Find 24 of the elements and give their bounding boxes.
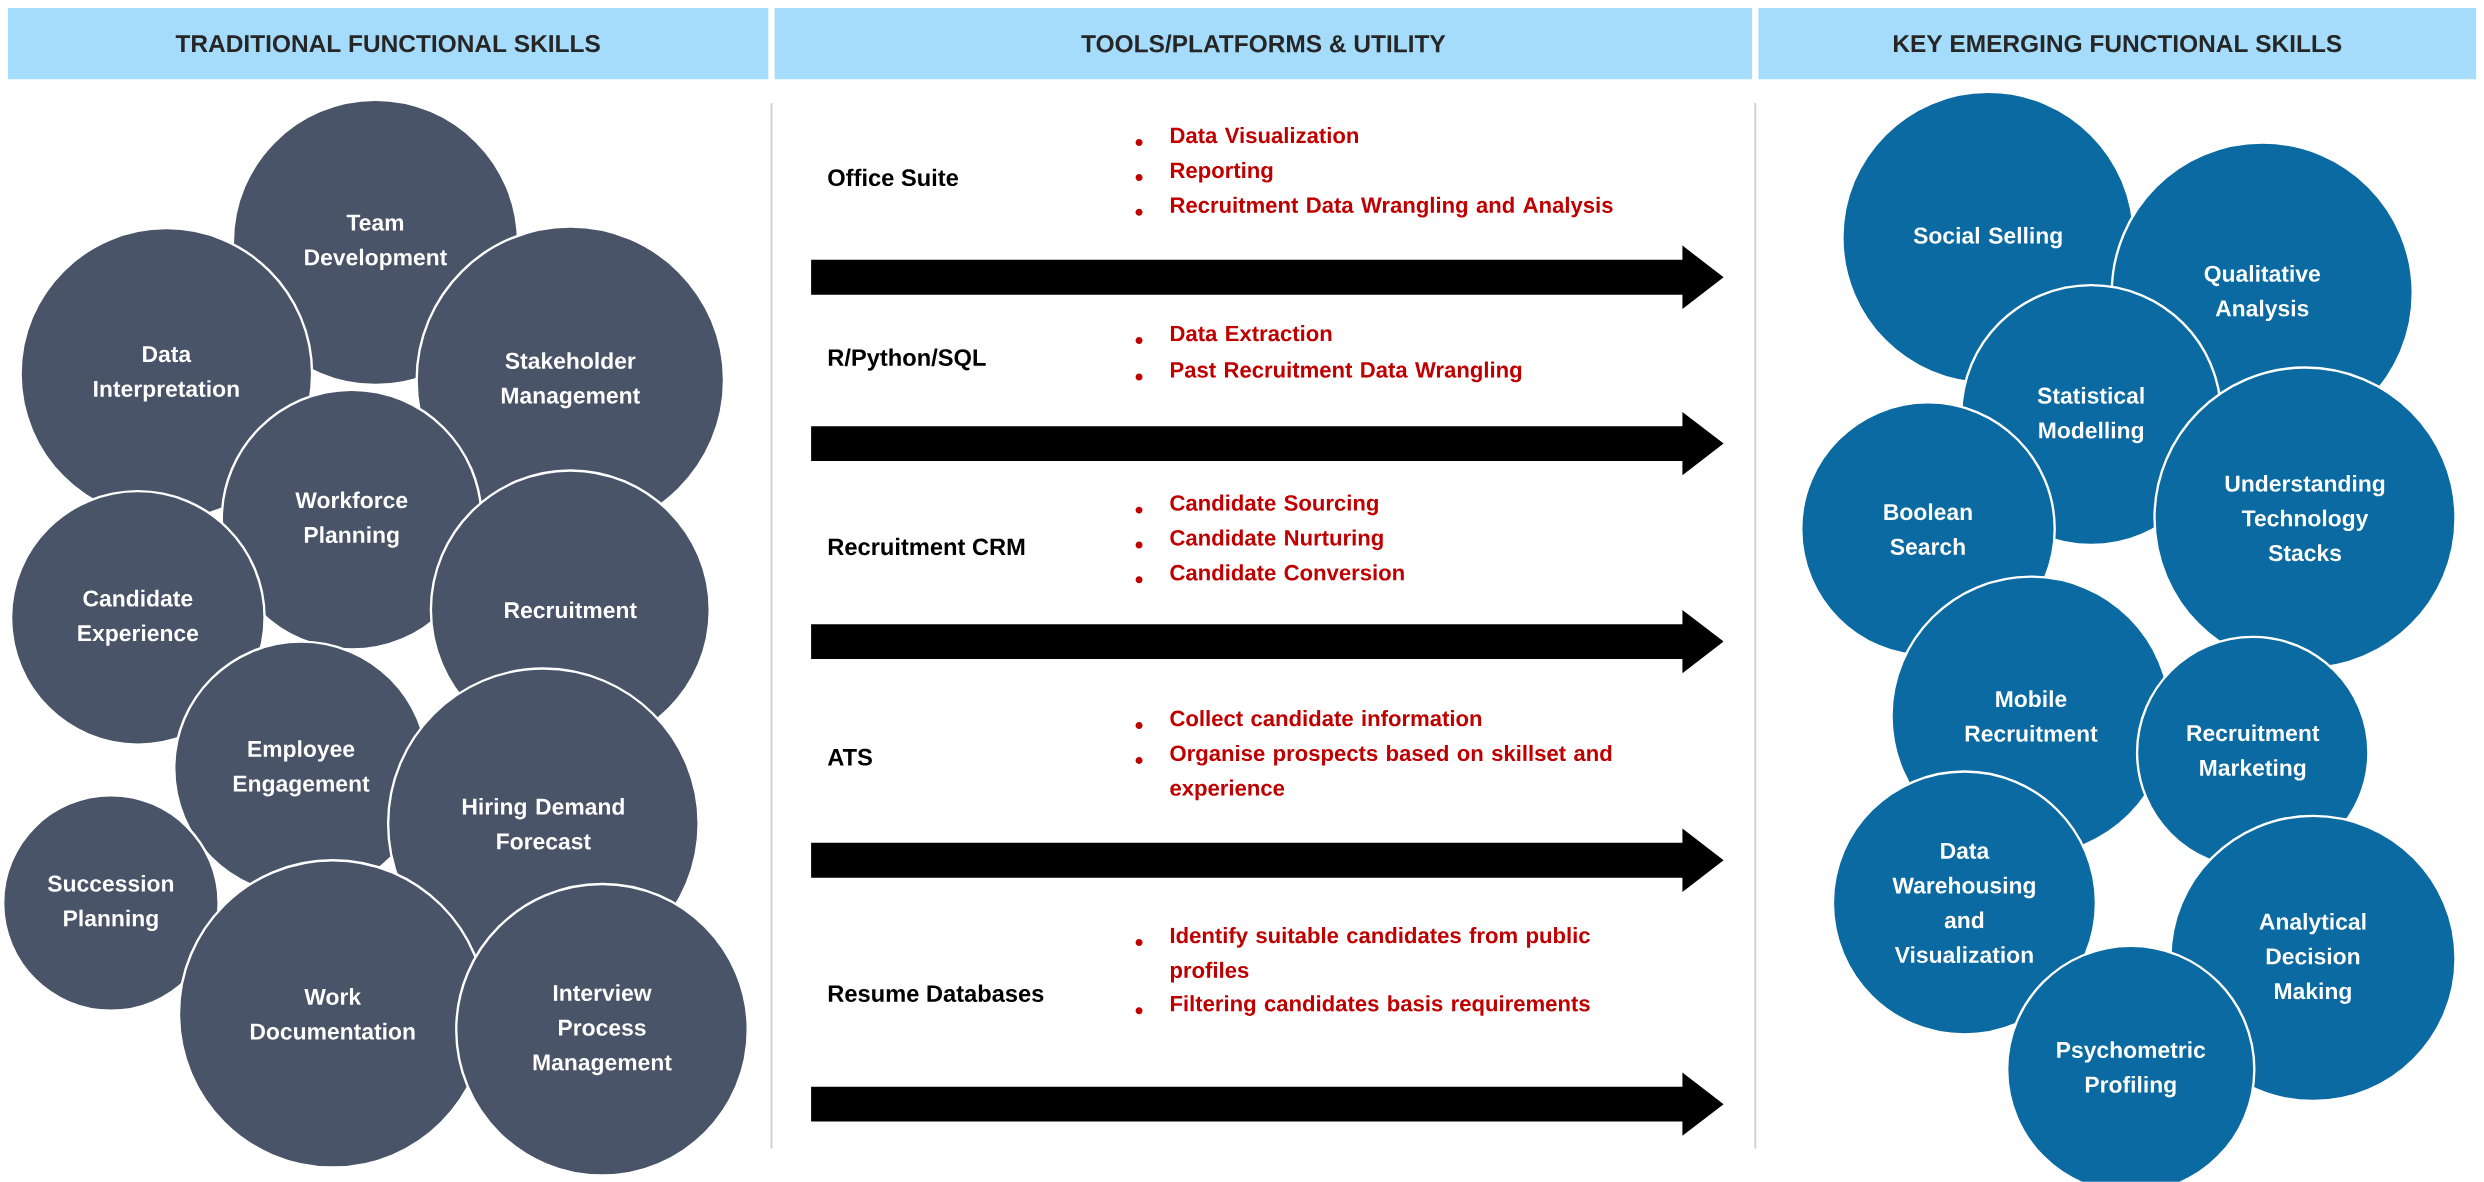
header-band: TRADITIONAL FUNCTIONAL SKILLS bbox=[7, 8, 769, 80]
bullet-text: Recruitment Data Wrangling and Analysis bbox=[1170, 196, 1613, 218]
tool-name: Office Suite bbox=[828, 168, 958, 187]
bullet-text: Data Visualization bbox=[1170, 127, 1358, 144]
bullet-text: Data Extraction bbox=[1170, 325, 1332, 342]
tool-name: Recruitment CRM bbox=[828, 537, 1025, 556]
header-band: TOOLS/PLATFORMS & UTILITY bbox=[774, 8, 1753, 80]
header-band: KEY EMERGING FUNCTIONAL SKILLS bbox=[1758, 8, 2477, 80]
node-label: Work Documentation bbox=[250, 988, 415, 1040]
bullet-text: Identify suitable candidates from public profiles bbox=[1170, 927, 1590, 983]
node-label: Analytical Decision Making bbox=[2259, 913, 2366, 1004]
node-label: Understanding Technology Stacks bbox=[2225, 475, 2385, 562]
node-label: Interview Process Management bbox=[533, 984, 672, 1076]
tool-name: Resume Databases bbox=[828, 984, 1044, 1003]
bullet-text: Candidate Conversion bbox=[1170, 564, 1404, 581]
bullet-text: Reporting bbox=[1170, 162, 1273, 183]
tool-name: R/Python/SQL bbox=[828, 348, 986, 371]
tool-name: ATS bbox=[827, 748, 872, 766]
bullet-text: Filtering candidates basis requirements bbox=[1170, 995, 1590, 1016]
bullet-text: Organise prospects based on skillset and experience bbox=[1170, 745, 1612, 801]
bullet-text: Candidate Sourcing bbox=[1170, 494, 1378, 516]
bullet-text: Collect candidate information bbox=[1170, 710, 1482, 727]
bullet-text: Past Recruitment Data Wrangling bbox=[1170, 361, 1522, 383]
bullet-text: Candidate Nurturing bbox=[1170, 529, 1383, 551]
